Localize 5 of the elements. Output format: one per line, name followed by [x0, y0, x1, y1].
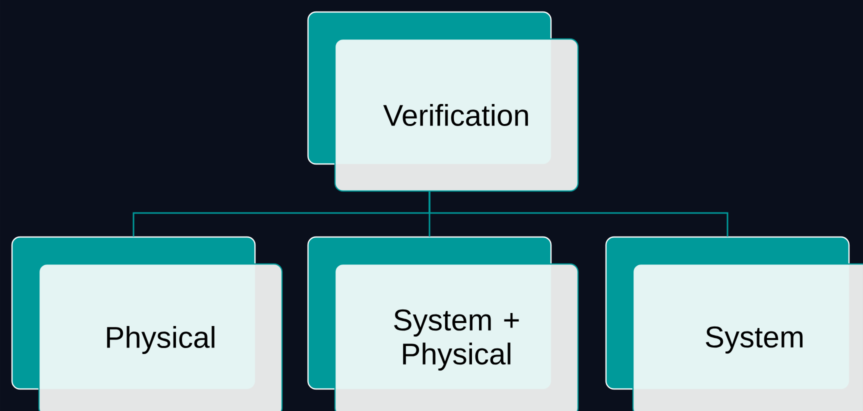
card: Physical [11, 236, 283, 411]
connector [428, 191, 728, 237]
card: Verification [307, 11, 579, 192]
card: System + Physical [307, 236, 579, 411]
card: System [605, 236, 863, 411]
